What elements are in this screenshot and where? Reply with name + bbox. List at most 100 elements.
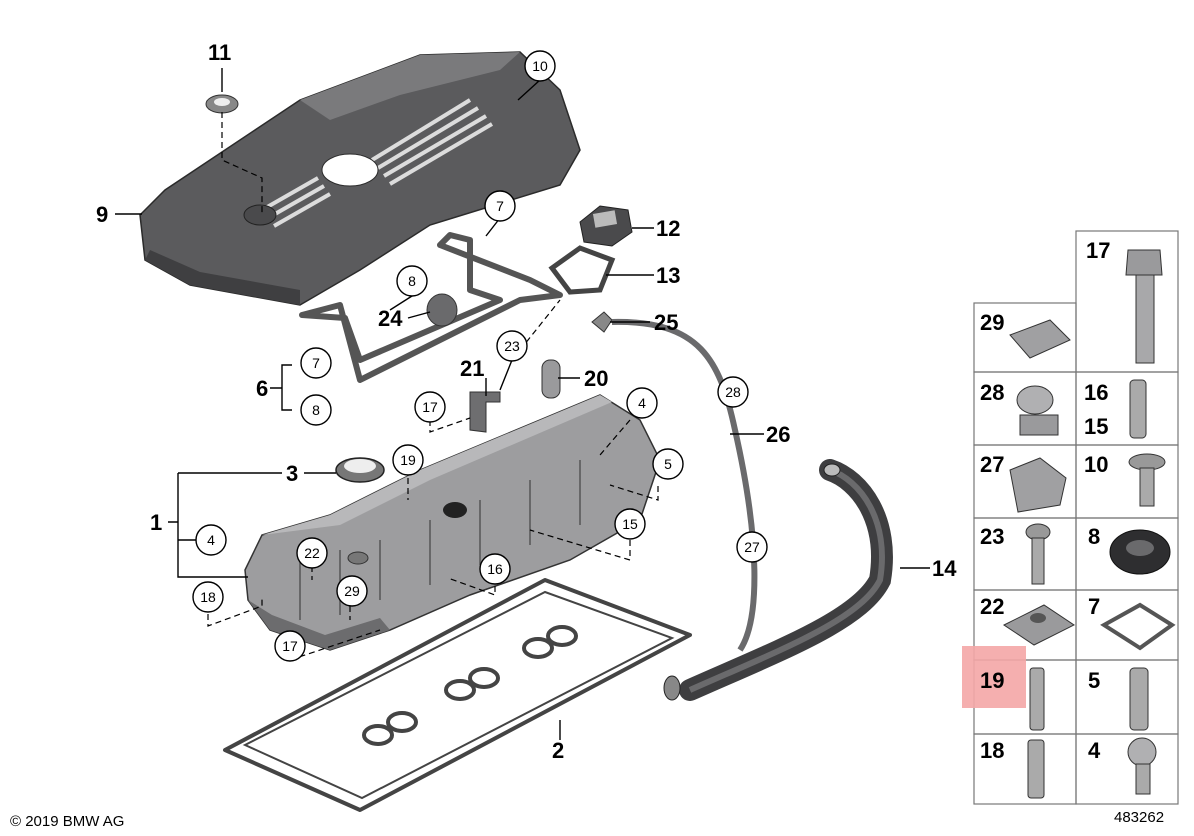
table-label-18: 18 — [980, 738, 1004, 763]
table-label-29: 29 — [980, 310, 1004, 335]
callout-15: 15 — [614, 508, 646, 540]
callout-26: 26 — [766, 422, 790, 447]
callout-22: 22 — [296, 537, 328, 569]
callout-6: 6 — [256, 376, 268, 401]
parts-table: 17 29 28 16 15 27 10 23 8 22 7 19 5 18 4 — [962, 230, 1179, 805]
table-label-5: 5 — [1088, 668, 1100, 693]
cover-fastener[interactable] — [205, 94, 239, 114]
svg-text:10: 10 — [532, 58, 548, 74]
table-holder-28[interactable] — [1016, 385, 1059, 436]
callout-2: 2 — [552, 738, 564, 763]
callout-20: 20 — [584, 366, 608, 391]
callout-29: 29 — [336, 575, 368, 607]
callout-1: 1 — [150, 510, 162, 535]
table-label-17: 17 — [1086, 238, 1110, 263]
oil-filler-cap[interactable] — [579, 205, 633, 247]
svg-text:7: 7 — [496, 198, 504, 214]
callout-4-left: 4 — [195, 524, 227, 556]
table-bolt-19[interactable] — [1029, 667, 1045, 731]
svg-text:19: 19 — [400, 452, 416, 468]
svg-text:22: 22 — [304, 545, 320, 561]
table-label-7: 7 — [1088, 594, 1100, 619]
svg-text:15: 15 — [622, 516, 638, 532]
table-stud-5[interactable] — [1129, 667, 1149, 731]
callout-10: 10 — [524, 50, 556, 82]
callout-7-bottom: 7 — [300, 347, 332, 379]
table-label-22: 22 — [980, 594, 1004, 619]
callout-28: 28 — [717, 376, 749, 408]
table-screw-23[interactable] — [1025, 523, 1051, 585]
table-clip-7[interactable] — [1100, 602, 1176, 651]
callout-23: 23 — [496, 330, 528, 362]
callout-8-bottom: 8 — [300, 394, 332, 426]
engine-cover[interactable] — [139, 51, 581, 306]
diagram-number: 483262 — [1114, 809, 1164, 826]
hose-clip-25[interactable] — [591, 311, 613, 333]
table-stud-16[interactable] — [1129, 379, 1147, 439]
vent-hose-26[interactable] — [611, 318, 758, 652]
fastener-leader — [221, 112, 263, 215]
sleeve-20[interactable] — [541, 359, 561, 399]
table-screw-10[interactable] — [1128, 453, 1166, 507]
leader-lines — [115, 68, 930, 740]
callout-24: 24 — [378, 306, 403, 331]
bracket-21[interactable] — [469, 391, 501, 433]
callout-12: 12 — [656, 216, 680, 241]
filler-seal[interactable] — [548, 245, 616, 295]
callout-18: 18 — [192, 581, 224, 613]
svg-text:18: 18 — [200, 589, 216, 605]
svg-text:8: 8 — [312, 402, 320, 418]
svg-text:28: 28 — [725, 384, 741, 400]
callout-17-lower: 17 — [274, 630, 306, 662]
table-balljoint-4[interactable] — [1127, 737, 1157, 795]
seal-ring-3[interactable] — [335, 457, 385, 483]
callout-21: 21 — [460, 356, 484, 381]
svg-text:16: 16 — [487, 561, 503, 577]
dashed-leaders — [207, 299, 659, 661]
table-label-28: 28 — [980, 380, 1004, 405]
callout-25: 25 — [654, 310, 678, 335]
callout-17-upper: 17 — [414, 391, 446, 423]
svg-text:5: 5 — [664, 456, 672, 472]
table-bolt-17[interactable] — [1125, 249, 1163, 364]
table-clip-29[interactable] — [1009, 319, 1071, 359]
svg-text:4: 4 — [638, 395, 646, 411]
table-label-4: 4 — [1088, 738, 1101, 763]
svg-text:23: 23 — [504, 338, 520, 354]
table-label-27: 27 — [980, 452, 1004, 477]
svg-text:17: 17 — [282, 638, 298, 654]
svg-text:29: 29 — [344, 583, 360, 599]
callout-13: 13 — [656, 263, 680, 288]
table-nut-22[interactable] — [1003, 604, 1075, 646]
table-grommet-8[interactable] — [1109, 529, 1171, 575]
highlight-box-19 — [962, 646, 1026, 708]
callout-8-top: 8 — [396, 265, 428, 297]
table-clamp-27[interactable] — [1009, 457, 1067, 513]
svg-text:7: 7 — [312, 355, 320, 371]
copyright: © 2019 BMW AG — [10, 813, 124, 830]
cover-gasket[interactable] — [223, 578, 692, 812]
callout-7-top: 7 — [484, 190, 516, 222]
svg-text:27: 27 — [744, 539, 760, 555]
table-bolt-18[interactable] — [1027, 739, 1045, 799]
table-label-16: 16 — [1084, 380, 1108, 405]
callout-4-right: 4 — [626, 387, 658, 419]
callout-9: 9 — [96, 202, 108, 227]
grommet-24[interactable] — [426, 293, 458, 327]
table-label-23: 23 — [980, 524, 1004, 549]
callout-3: 3 — [286, 461, 298, 486]
svg-text:4: 4 — [207, 532, 215, 548]
svg-text:17: 17 — [422, 399, 438, 415]
bracket-gasket[interactable] — [299, 232, 563, 383]
callout-14: 14 — [932, 556, 957, 581]
table-label-10: 10 — [1084, 452, 1108, 477]
callout-19: 19 — [392, 444, 424, 476]
vent-pipe-14[interactable] — [663, 459, 893, 701]
callout-16: 16 — [479, 553, 511, 585]
callout-11: 11 — [208, 40, 231, 65]
table-label-8: 8 — [1088, 524, 1100, 549]
table-label-19: 19 — [980, 668, 1004, 693]
svg-text:8: 8 — [408, 273, 416, 289]
callout-5: 5 — [652, 448, 684, 480]
